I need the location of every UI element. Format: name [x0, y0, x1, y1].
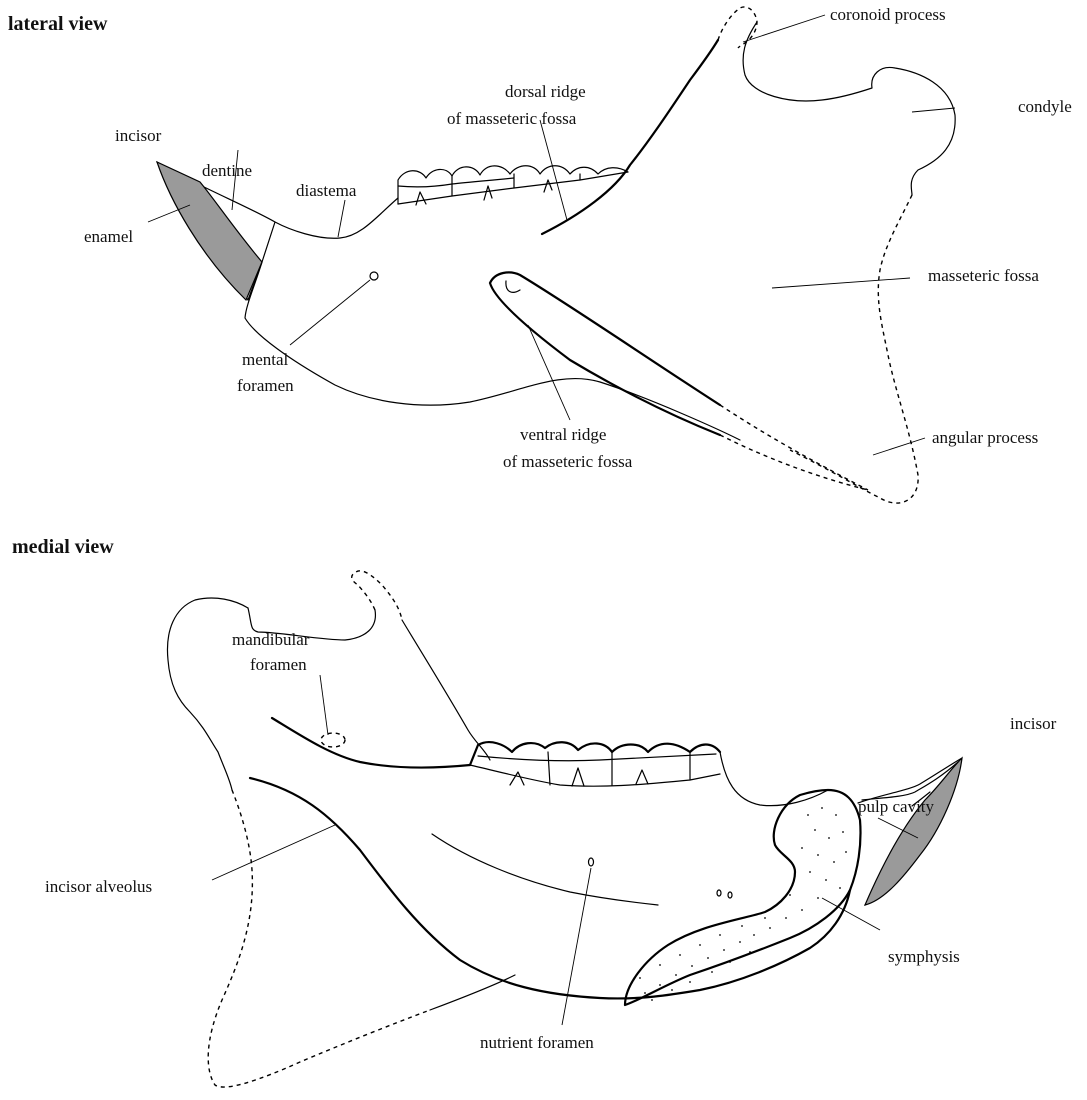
- medial-nutrient-foramen: [589, 858, 594, 866]
- medial-symphysis-stipple: [639, 807, 847, 1001]
- medial-internal-ridge: [432, 834, 658, 905]
- medial-symphysis-outline: [625, 790, 861, 1005]
- medial-small-foramen-2: [728, 892, 732, 898]
- lateral-incisor-enamel: [157, 162, 262, 300]
- medial-molar-row: [470, 742, 720, 786]
- label-ventral-ridge-1: ventral ridge: [520, 425, 606, 444]
- label-diastema: diastema: [296, 181, 357, 200]
- lateral-incisor: [157, 162, 275, 300]
- lateral-coronoid-dashed: [718, 7, 757, 48]
- lateral-view-title: lateral view: [8, 13, 108, 35]
- label-incisor-medial: incisor: [1010, 714, 1057, 733]
- lateral-molar-row: [398, 166, 628, 205]
- label-condyle: condyle: [1018, 97, 1072, 116]
- lateral-dorsal-ridge: [542, 40, 718, 234]
- medial-small-foramen-1: [717, 890, 721, 896]
- medial-leaders: [212, 675, 918, 1025]
- medial-coronoid-dashed: [352, 571, 402, 620]
- medial-coronoid-edge: [402, 620, 490, 760]
- medial-ventral-border: [250, 778, 850, 998]
- label-dorsal-ridge-1: dorsal ridge: [505, 82, 586, 101]
- medial-condyle-outline: [167, 598, 248, 790]
- medial-incisor-enamel: [865, 758, 962, 905]
- label-dentine: dentine: [202, 161, 252, 180]
- label-coronoid-process: coronoid process: [830, 5, 946, 24]
- lateral-ramus-dashed: [790, 195, 918, 503]
- label-masseteric-fossa: masseteric fossa: [928, 266, 1039, 285]
- label-mental-foramen-1: mental: [242, 350, 289, 369]
- lateral-view: lateral view: [8, 5, 1072, 503]
- medial-angular-dashed: [208, 790, 430, 1087]
- lateral-ventral-ridge: [490, 272, 720, 435]
- label-pulp-cavity: pulp cavity: [858, 797, 935, 816]
- label-nutrient-foramen: nutrient foramen: [480, 1033, 594, 1052]
- label-angular-process: angular process: [932, 428, 1038, 447]
- medial-view: medial view: [12, 536, 1057, 1087]
- label-mental-foramen-2: foramen: [237, 376, 294, 395]
- medial-symphysis: [625, 790, 861, 1005]
- label-mandibular-foramen-2: foramen: [250, 655, 307, 674]
- label-incisor-lateral: incisor: [115, 126, 162, 145]
- label-symphysis: symphysis: [888, 947, 960, 966]
- lateral-mental-foramen: [370, 272, 378, 280]
- lateral-condyle-outline: [743, 22, 955, 195]
- label-mandibular-foramen-1: mandibular: [232, 630, 310, 649]
- label-ventral-ridge-2: of masseteric fossa: [503, 452, 633, 471]
- label-incisor-alveolus: incisor alveolus: [45, 877, 152, 896]
- medial-mylohyoid-ridge: [272, 718, 470, 768]
- medial-incisor: [858, 758, 962, 905]
- medial-diastema: [720, 752, 828, 806]
- label-dorsal-ridge-2: of masseteric fossa: [447, 109, 577, 128]
- label-enamel: enamel: [84, 227, 133, 246]
- medial-mandibular-foramen: [321, 733, 345, 747]
- lateral-ventral-notch: [506, 281, 520, 292]
- lateral-ventral-ridge-dashed: [720, 405, 868, 490]
- lateral-jaw-body-outline: [245, 198, 740, 440]
- medial-view-title: medial view: [12, 536, 114, 558]
